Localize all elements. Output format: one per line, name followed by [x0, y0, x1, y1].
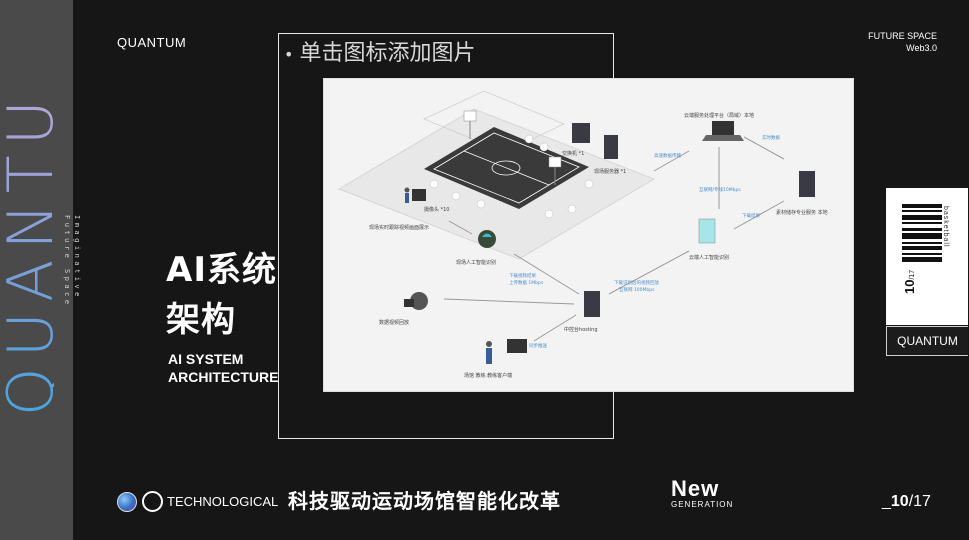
- ai-head-icon: [478, 230, 496, 248]
- film-reel-icon: [410, 292, 428, 310]
- top-right-line1: FUTURE SPACE: [868, 31, 937, 41]
- user-head: [486, 341, 492, 347]
- storage-rack: [799, 171, 815, 197]
- cloud-platform-monitor: [712, 121, 734, 135]
- court-lines: [433, 132, 580, 204]
- page-prefix: _: [882, 493, 891, 510]
- arrow-host-film: [443, 298, 575, 305]
- arrow-user-host: [533, 314, 577, 342]
- barcode-icon: [902, 204, 948, 268]
- cloud-ai-cylinder: [698, 218, 716, 244]
- camera-2: [451, 191, 461, 201]
- blue-label-4: 下载结果: [742, 212, 760, 219]
- side-strip: QUANTU: [0, 0, 73, 540]
- page-number: _10/17: [882, 493, 931, 511]
- film-projector: [404, 299, 414, 307]
- tech-label: TECHNOLOGICAL: [167, 494, 279, 509]
- label-server1: 现场服务器 *1: [594, 168, 626, 175]
- user-body: [486, 348, 492, 364]
- camera-7: [544, 209, 554, 219]
- arrow-server-cloud: [653, 150, 690, 172]
- label-film: 数据视频回放: [379, 319, 409, 326]
- brand-top: QUANTUM: [117, 35, 187, 50]
- blue-label-3: 实时数据: [762, 134, 780, 141]
- blue-label-7: 下载视频结果: [509, 272, 536, 279]
- camera-6: [567, 204, 577, 214]
- card-number: 10/17: [902, 270, 917, 294]
- heading-cn-line2: 架构: [166, 300, 236, 340]
- arrow-host-ai: [608, 250, 690, 295]
- label-court-cam: 摄像头 *10: [424, 206, 449, 213]
- label-storage: 素材储存专业服务 本地: [776, 209, 828, 216]
- ring-icon: [142, 491, 163, 512]
- cameras: [429, 134, 594, 219]
- tagline-line1: Imaginative: [73, 215, 81, 300]
- heading-cn-line1: AI系统: [166, 250, 277, 290]
- camera-3: [476, 199, 486, 209]
- quantum-label-box: QUANTUM: [886, 326, 968, 356]
- label-cloud-ai: 云端人工智能识别: [689, 254, 729, 261]
- architecture-diagram: 交换机 *1 现场服务器 *1 摄像头 *10 现场实时跟踪视频画面展示 现场人…: [323, 78, 854, 392]
- heading-en-line1: AI SYSTEM: [168, 351, 244, 367]
- page-total: /17: [908, 493, 931, 510]
- user-laptop: [507, 339, 527, 353]
- camera-5: [539, 142, 549, 152]
- blue-label-9: 同步推送: [529, 342, 547, 349]
- ai-head-accent: [482, 233, 492, 237]
- blue-label-1: 高速数据传输: [654, 152, 681, 159]
- new-word: New: [671, 476, 720, 501]
- person-head: [404, 187, 410, 193]
- hoop-left: [463, 110, 477, 122]
- host-server: [584, 291, 600, 317]
- arrow-ai-storage: [733, 200, 785, 230]
- top-right-line2: Web3.0: [906, 43, 937, 53]
- footer-subtitle: 科技驱动运动场馆智能化改革: [288, 489, 561, 513]
- label-display: 现场实时跟踪视频画面展示: [369, 224, 429, 231]
- label-host: 中控台hosting: [564, 326, 598, 333]
- barcode-card: 10/17 basketball: [886, 188, 968, 325]
- blue-label-5: 下载识别后的视频回放: [614, 279, 659, 286]
- switch-device: [572, 123, 590, 143]
- label-switch: 交换机 *1: [562, 150, 584, 157]
- blue-label-2: 互联网/专线10Mbps: [699, 186, 741, 193]
- camera-1: [429, 179, 439, 189]
- camera-8: [584, 179, 594, 189]
- court-center-line: [463, 150, 550, 186]
- side-vertical-word: QUANTU: [0, 90, 67, 416]
- generation-word: GENERATION: [671, 500, 734, 509]
- tagline-line2: Future Space: [63, 215, 71, 308]
- server-device: [604, 135, 618, 159]
- section-heading-en: AI SYSTEM ARCHITECTURE: [168, 350, 278, 386]
- bullet: •: [284, 44, 294, 64]
- diagram-svg: 交换机 *1 现场服务器 *1 摄像头 *10 现场实时跟踪视频画面展示 现场人…: [337, 90, 828, 379]
- section-heading-cn: AI系统 架构: [166, 245, 277, 345]
- court-center-circle: [491, 160, 521, 176]
- card-number-main: 10: [902, 279, 917, 294]
- arrow-host-airecog: [513, 253, 580, 295]
- top-right-text: FUTURE SPACE Web3.0: [868, 30, 937, 54]
- display-screen: [412, 189, 426, 201]
- globe-icon: [117, 492, 137, 512]
- cloud-platform-base: [702, 135, 744, 141]
- page-current: 10: [890, 493, 909, 510]
- label-ai-recog: 现场人工智能识别: [456, 259, 496, 266]
- arrow-cloud-storage: [743, 136, 785, 160]
- flow-arrows: [443, 136, 785, 342]
- blue-label-8: 上传数据 1Mbps: [509, 279, 544, 286]
- person-body: [405, 193, 409, 203]
- blue-label-6: 互联网 100Mbps: [619, 286, 655, 293]
- image-placeholder-hint[interactable]: •单击图标添加图片: [284, 35, 475, 67]
- camera-4: [524, 134, 534, 144]
- arrow-airecog-display: [448, 220, 473, 235]
- label-user: 场馆 教练 教练客户端: [464, 372, 512, 379]
- heading-en-line2: ARCHITECTURE: [168, 369, 279, 385]
- hoop-right: [548, 156, 562, 168]
- placeholder-label: 单击图标添加图片: [299, 41, 476, 66]
- card-number-sub: /17: [909, 269, 916, 280]
- card-vertical-word: basketball: [942, 206, 949, 248]
- side-tagline: Imaginative Future Space: [62, 215, 82, 308]
- label-cloud-platform: 云端服务处理平台（局域）本地: [684, 112, 754, 119]
